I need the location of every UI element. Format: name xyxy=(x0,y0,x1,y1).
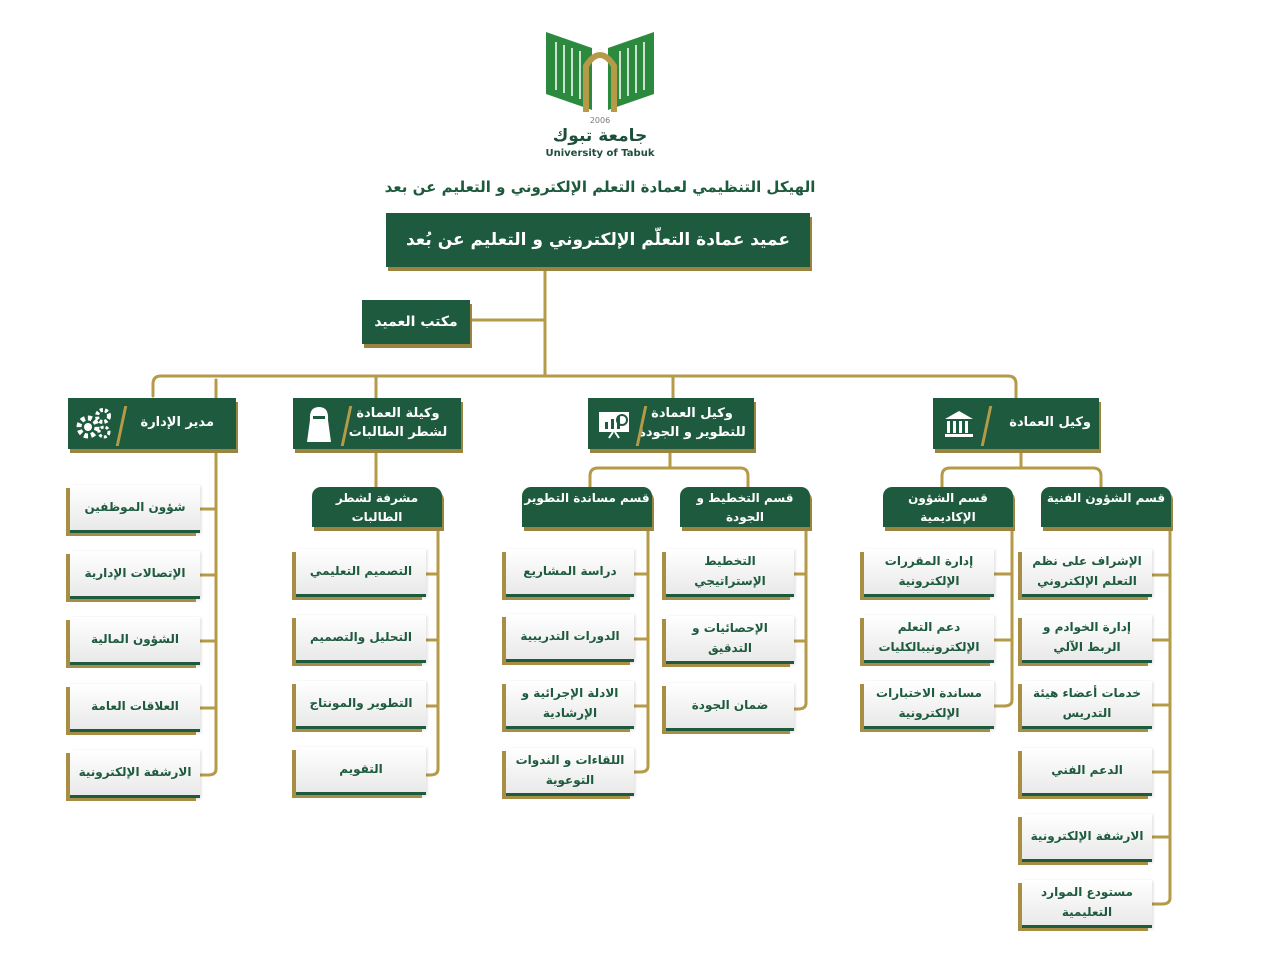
list-item: الدورات التدريبية xyxy=(506,614,634,662)
female-supervisor-dept: مشرفة لشطر الطالبات xyxy=(312,487,442,527)
dean-box: عميد عمادة التعلّم الإلكتروني و التعليم … xyxy=(386,213,810,267)
list-item: التحليل والتصميم xyxy=(296,615,426,663)
list-item: الشؤون المالية xyxy=(70,617,200,665)
list-item: الإشراف على نظم التعلم الإلكتروني xyxy=(1022,549,1152,597)
presentation-chart-icon xyxy=(592,401,636,446)
woman-icon xyxy=(297,401,341,446)
planning-quality-dept: قسم التخطيط و الجودة xyxy=(680,487,810,527)
list-item: العلاقات العامة xyxy=(70,684,200,732)
vice-dean-label: وكيل العمادة xyxy=(1009,415,1091,431)
vice-dean-female-box: وكيلة العمادة لشطر الطالبات xyxy=(293,398,461,449)
list-item: الإحصائيات و التدقيق xyxy=(666,616,794,664)
list-item: مساندة الاختبارات الإلكترونية xyxy=(864,681,994,729)
list-item: الإتصالات الإدارية xyxy=(70,551,200,599)
list-item: دعم التعلم الإلكترونيبالكليات xyxy=(864,615,994,663)
list-item: التقويم xyxy=(296,747,426,795)
list-item: دراسة المشاريع xyxy=(506,549,634,597)
list-item: إدارة الخوادم و الربط الآلي xyxy=(1022,615,1152,663)
list-item: الارشفة الإلكترونية xyxy=(1022,814,1152,862)
admin-manager-label: مدير الإدارة xyxy=(140,415,214,431)
development-support-dept: قسم مساندة التطوير xyxy=(522,487,652,527)
list-item: إدارة المقررات الإلكترونية xyxy=(864,549,994,597)
list-item: شؤون الموظفين xyxy=(70,485,200,533)
logo-year: 2006 xyxy=(589,116,611,125)
university-logo: 2006 جامعة تبوك University of Tabuk xyxy=(540,28,660,168)
vice-dean-development-box: وكيل العمادة للتطوير و الجودة xyxy=(588,398,754,449)
academic-affairs-dept: قسم الشؤون الإكاديمية xyxy=(883,487,1013,527)
list-item: الارشفة الإلكترونية xyxy=(70,750,200,798)
list-item: التصميم التعليمي xyxy=(296,549,426,597)
list-item: التخطيط الإستراتيجي xyxy=(666,549,794,597)
book-gate-emblem xyxy=(546,32,654,112)
list-item: الدعم الفني xyxy=(1022,748,1152,796)
logo-name-ar: جامعة تبوك xyxy=(552,126,648,146)
list-item: التطوير والمونتاج xyxy=(296,681,426,729)
logo-name-en: University of Tabuk xyxy=(545,148,655,159)
list-item: مستودع الموارد التعليمية xyxy=(1022,880,1152,928)
gears-icon xyxy=(72,401,116,446)
vice-dean-development-label: وكيل العمادة للتطوير و الجودة xyxy=(638,405,746,440)
list-item: ضمان الجودة xyxy=(666,683,794,731)
list-item: اللقاءات و الندوات التوعوية xyxy=(506,748,634,796)
list-item: الادلة الإجرائية و الإرشادية xyxy=(506,681,634,729)
chart-title: الهيكل التنظيمي لعمادة التعلم الإلكتروني… xyxy=(384,178,816,196)
vice-dean-female-label: وكيلة العمادة لشطر الطالبات xyxy=(348,405,448,440)
admin-manager-box: مدير الإدارة xyxy=(68,398,236,449)
building-icon xyxy=(937,401,981,446)
dean-office-box: مكتب العميد xyxy=(362,300,470,344)
technical-affairs-dept: قسم الشؤون الفنية xyxy=(1041,487,1171,527)
list-item: خدمات أعضاء هيئة التدريس xyxy=(1022,681,1152,729)
vice-dean-box: وكيل العمادة xyxy=(933,398,1099,449)
